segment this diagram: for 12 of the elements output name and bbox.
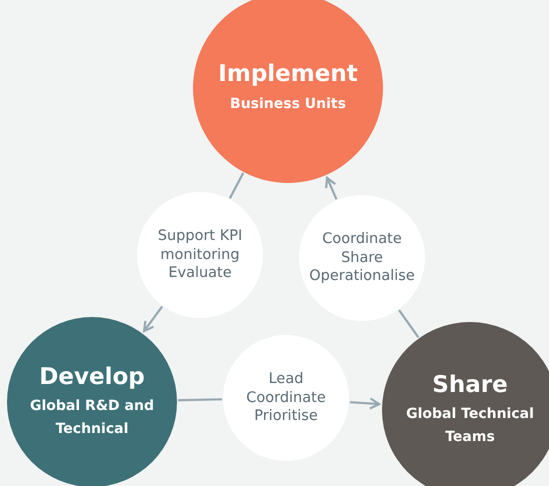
stage-title: Implement — [218, 61, 358, 89]
role-text: Lead Coordinate Prioritise — [245, 370, 327, 426]
stage-subtitle: Global R&D and Technical — [29, 397, 155, 439]
stage-subtitle: Global Technical Teams — [405, 405, 535, 447]
arrow — [143, 306, 163, 332]
role-text: Support KPI monitoring Evaluate — [156, 226, 244, 284]
stage-title: Develop — [39, 364, 145, 392]
role-text: Coordinate Share Operationalise — [308, 230, 416, 286]
arrow — [350, 397, 380, 410]
arrow — [325, 176, 338, 200]
stage-title: Share — [432, 372, 508, 400]
stage-subtitle: Business Units — [230, 94, 346, 114]
